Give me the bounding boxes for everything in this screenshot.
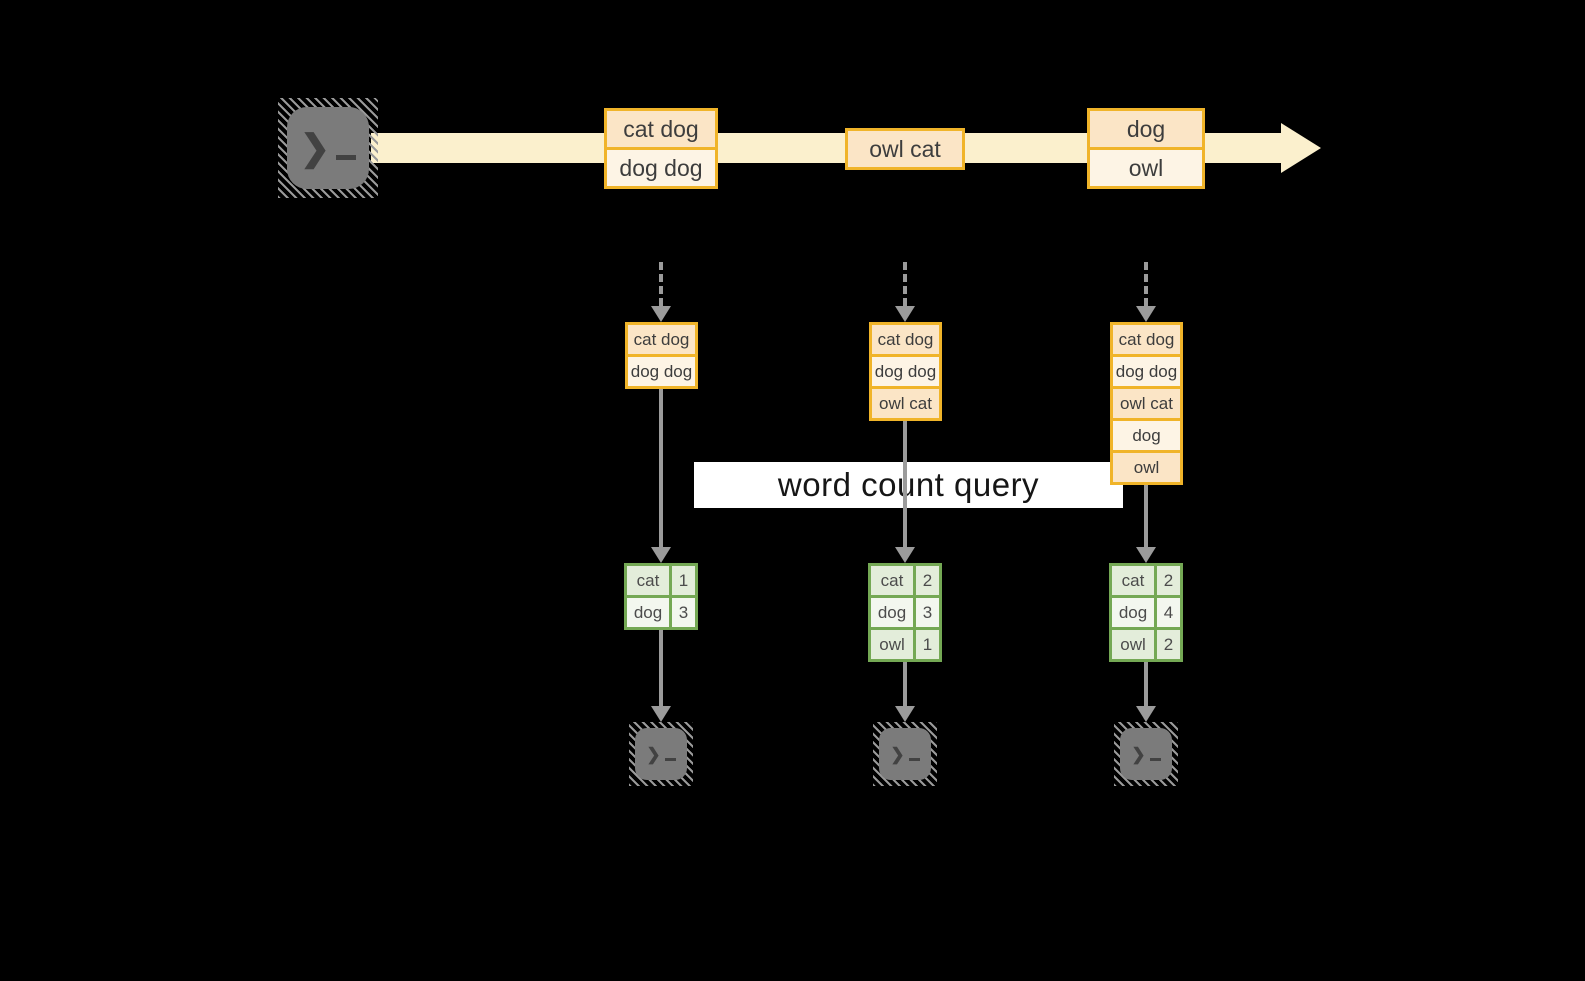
word-count-table-2: cat 2 dog 3 owl 1 [868,563,942,662]
prompt-chevron-icon: ❯ [1131,744,1146,764]
word-cell: owl [1112,630,1154,659]
ingest-arrow-line [903,262,907,306]
buffer-stack-1: cat dog dog dog [625,322,698,389]
word-cell: dog [1112,598,1154,627]
buffer-row: owl [1113,450,1180,482]
word-cell: owl [871,630,913,659]
stream-message: owl cat [848,131,962,167]
stream-message: dog dog [607,147,715,186]
source-terminal-icon: ❯ [278,98,378,198]
table-row: dog 3 [871,598,939,627]
ingest-arrow-head-icon [651,306,671,322]
word-cell: cat [871,566,913,595]
buffer-row: cat dog [1113,325,1180,354]
stream-message: cat dog [607,111,715,147]
output-terminal-icon: ❯ [1114,722,1178,786]
terminal-prompt-icon: ❯ [1120,728,1172,780]
buffer-row: dog dog [1113,354,1180,386]
terminal-prompt-icon: ❯ [287,107,369,189]
buffer-row: dog [1113,418,1180,450]
buffer-row: cat dog [872,325,939,354]
count-cell: 1 [916,630,939,659]
table-row: cat 2 [1112,566,1180,595]
query-banner: word count query [694,462,1123,508]
buffer-row: cat dog [628,325,695,354]
buffer-row: owl cat [872,386,939,418]
buffer-stack-2: cat dog dog dog owl cat [869,322,942,421]
prompt-underscore-icon [664,757,676,761]
table-row: dog 3 [627,598,695,627]
ingest-arrow-line [659,262,663,306]
buffer-stack-3: cat dog dog dog owl cat dog owl [1110,322,1183,485]
pipeline-arrow-line [1144,485,1148,547]
terminal-prompt-icon: ❯ [879,728,931,780]
stream-batch-1: cat dog dog dog [604,108,718,189]
ingest-arrow-head-icon [1136,306,1156,322]
output-terminal-icon: ❯ [873,722,937,786]
prompt-chevron-icon: ❯ [890,744,905,764]
count-cell: 2 [1157,566,1180,595]
prompt-underscore-icon [908,757,920,761]
pipeline-arrow-head-icon [895,547,915,563]
count-cell: 2 [1157,630,1180,659]
stream-batch-2: owl cat [845,128,965,170]
ingest-arrow-head-icon [895,306,915,322]
prompt-underscore-icon [336,154,357,160]
stream-message: dog [1090,111,1202,147]
output-terminal-icon: ❯ [629,722,693,786]
word-cell: dog [627,598,669,627]
pipeline-arrow-line [903,421,907,547]
output-arrow-line [659,630,663,706]
count-cell: 3 [916,598,939,627]
word-count-table-1: cat 1 dog 3 [624,563,698,630]
buffer-row: dog dog [628,354,695,386]
count-cell: 4 [1157,598,1180,627]
output-arrow-line [1144,662,1148,706]
stream-message: owl [1090,147,1202,186]
buffer-row: owl cat [1113,386,1180,418]
stream-arrow-head-icon [1281,123,1321,173]
pipeline-arrow-head-icon [1136,547,1156,563]
stream-batch-3: dog owl [1087,108,1205,189]
prompt-chevron-icon: ❯ [646,744,661,764]
output-arrow-line [903,662,907,706]
word-cell: cat [627,566,669,595]
ingest-arrow-line [1144,262,1148,306]
prompt-underscore-icon [1149,757,1161,761]
word-cell: dog [871,598,913,627]
table-row: cat 2 [871,566,939,595]
count-cell: 1 [672,566,695,595]
buffer-row: dog dog [872,354,939,386]
output-arrow-head-icon [895,706,915,722]
output-arrow-head-icon [1136,706,1156,722]
table-row: owl 1 [871,630,939,659]
table-row: owl 2 [1112,630,1180,659]
table-row: cat 1 [627,566,695,595]
count-cell: 2 [916,566,939,595]
pipeline-arrow-head-icon [651,547,671,563]
prompt-chevron-icon: ❯ [299,127,331,168]
word-count-table-3: cat 2 dog 4 owl 2 [1109,563,1183,662]
terminal-prompt-icon: ❯ [635,728,687,780]
output-arrow-head-icon [651,706,671,722]
count-cell: 3 [672,598,695,627]
pipeline-arrow-line [659,389,663,547]
word-cell: cat [1112,566,1154,595]
table-row: dog 4 [1112,598,1180,627]
